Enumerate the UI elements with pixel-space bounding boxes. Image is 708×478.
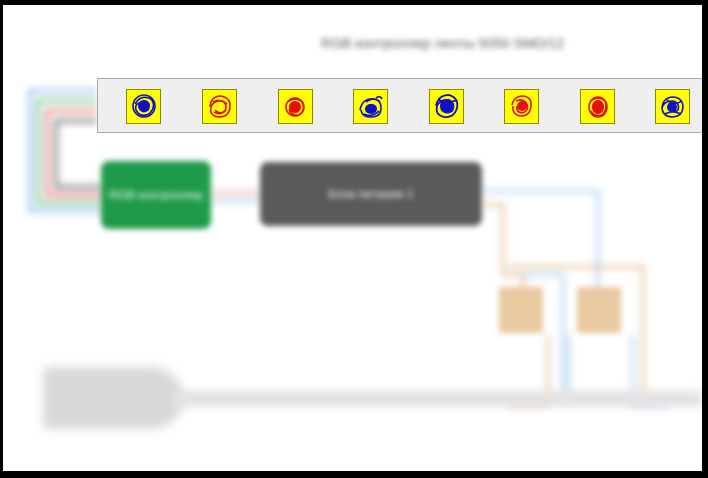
blue-scribble-icon [661, 96, 684, 118]
rgb-controller-box: RGB контроллер [101, 161, 211, 229]
blue-scribble-icon [435, 94, 459, 118]
terminal-block-left [499, 287, 543, 333]
wire-bus-blue [523, 274, 564, 395]
wire-green [37, 100, 103, 204]
rgb-controller-label: RGB контроллер [109, 188, 203, 202]
swatch-3[interactable] [278, 89, 313, 124]
wire-out-blue [483, 190, 599, 295]
red-scribble-icon [588, 96, 608, 118]
terminal-block-right [577, 287, 621, 333]
power-supply-box: Блок питания 1 [260, 162, 482, 226]
swatch-8[interactable] [655, 89, 690, 124]
red-scribble-icon [209, 95, 231, 118]
wire-blue [29, 90, 103, 212]
red-scribble-icon [285, 97, 305, 117]
swatch-6[interactable] [504, 89, 539, 124]
swatch-7[interactable] [580, 89, 615, 124]
power-cord [173, 391, 702, 407]
red-scribble-icon [511, 95, 532, 117]
diagram-caption: RGB контроллер ленты 5050 SMD/12 [321, 35, 565, 51]
wire-black [55, 120, 103, 188]
color-palette-toolbar [97, 78, 702, 133]
swatch-5[interactable] [429, 89, 464, 124]
swatch-4[interactable] [353, 89, 388, 124]
wire-out-orange [483, 204, 524, 295]
power-plug [43, 367, 183, 429]
wire-red [46, 110, 103, 196]
image-viewport: RGB контроллер ленты 5050 SMD/12 RGB кон… [3, 5, 702, 471]
swatch-2[interactable] [202, 89, 237, 124]
blue-scribble-icon [132, 94, 156, 118]
swatch-1[interactable] [126, 89, 161, 124]
blue-scribble-icon [359, 95, 383, 118]
power-supply-label: Блок питания 1 [328, 187, 414, 201]
wiring-diagram: RGB контроллер ленты 5050 SMD/12 RGB кон… [3, 5, 702, 471]
wire-bus-orange [508, 266, 644, 395]
